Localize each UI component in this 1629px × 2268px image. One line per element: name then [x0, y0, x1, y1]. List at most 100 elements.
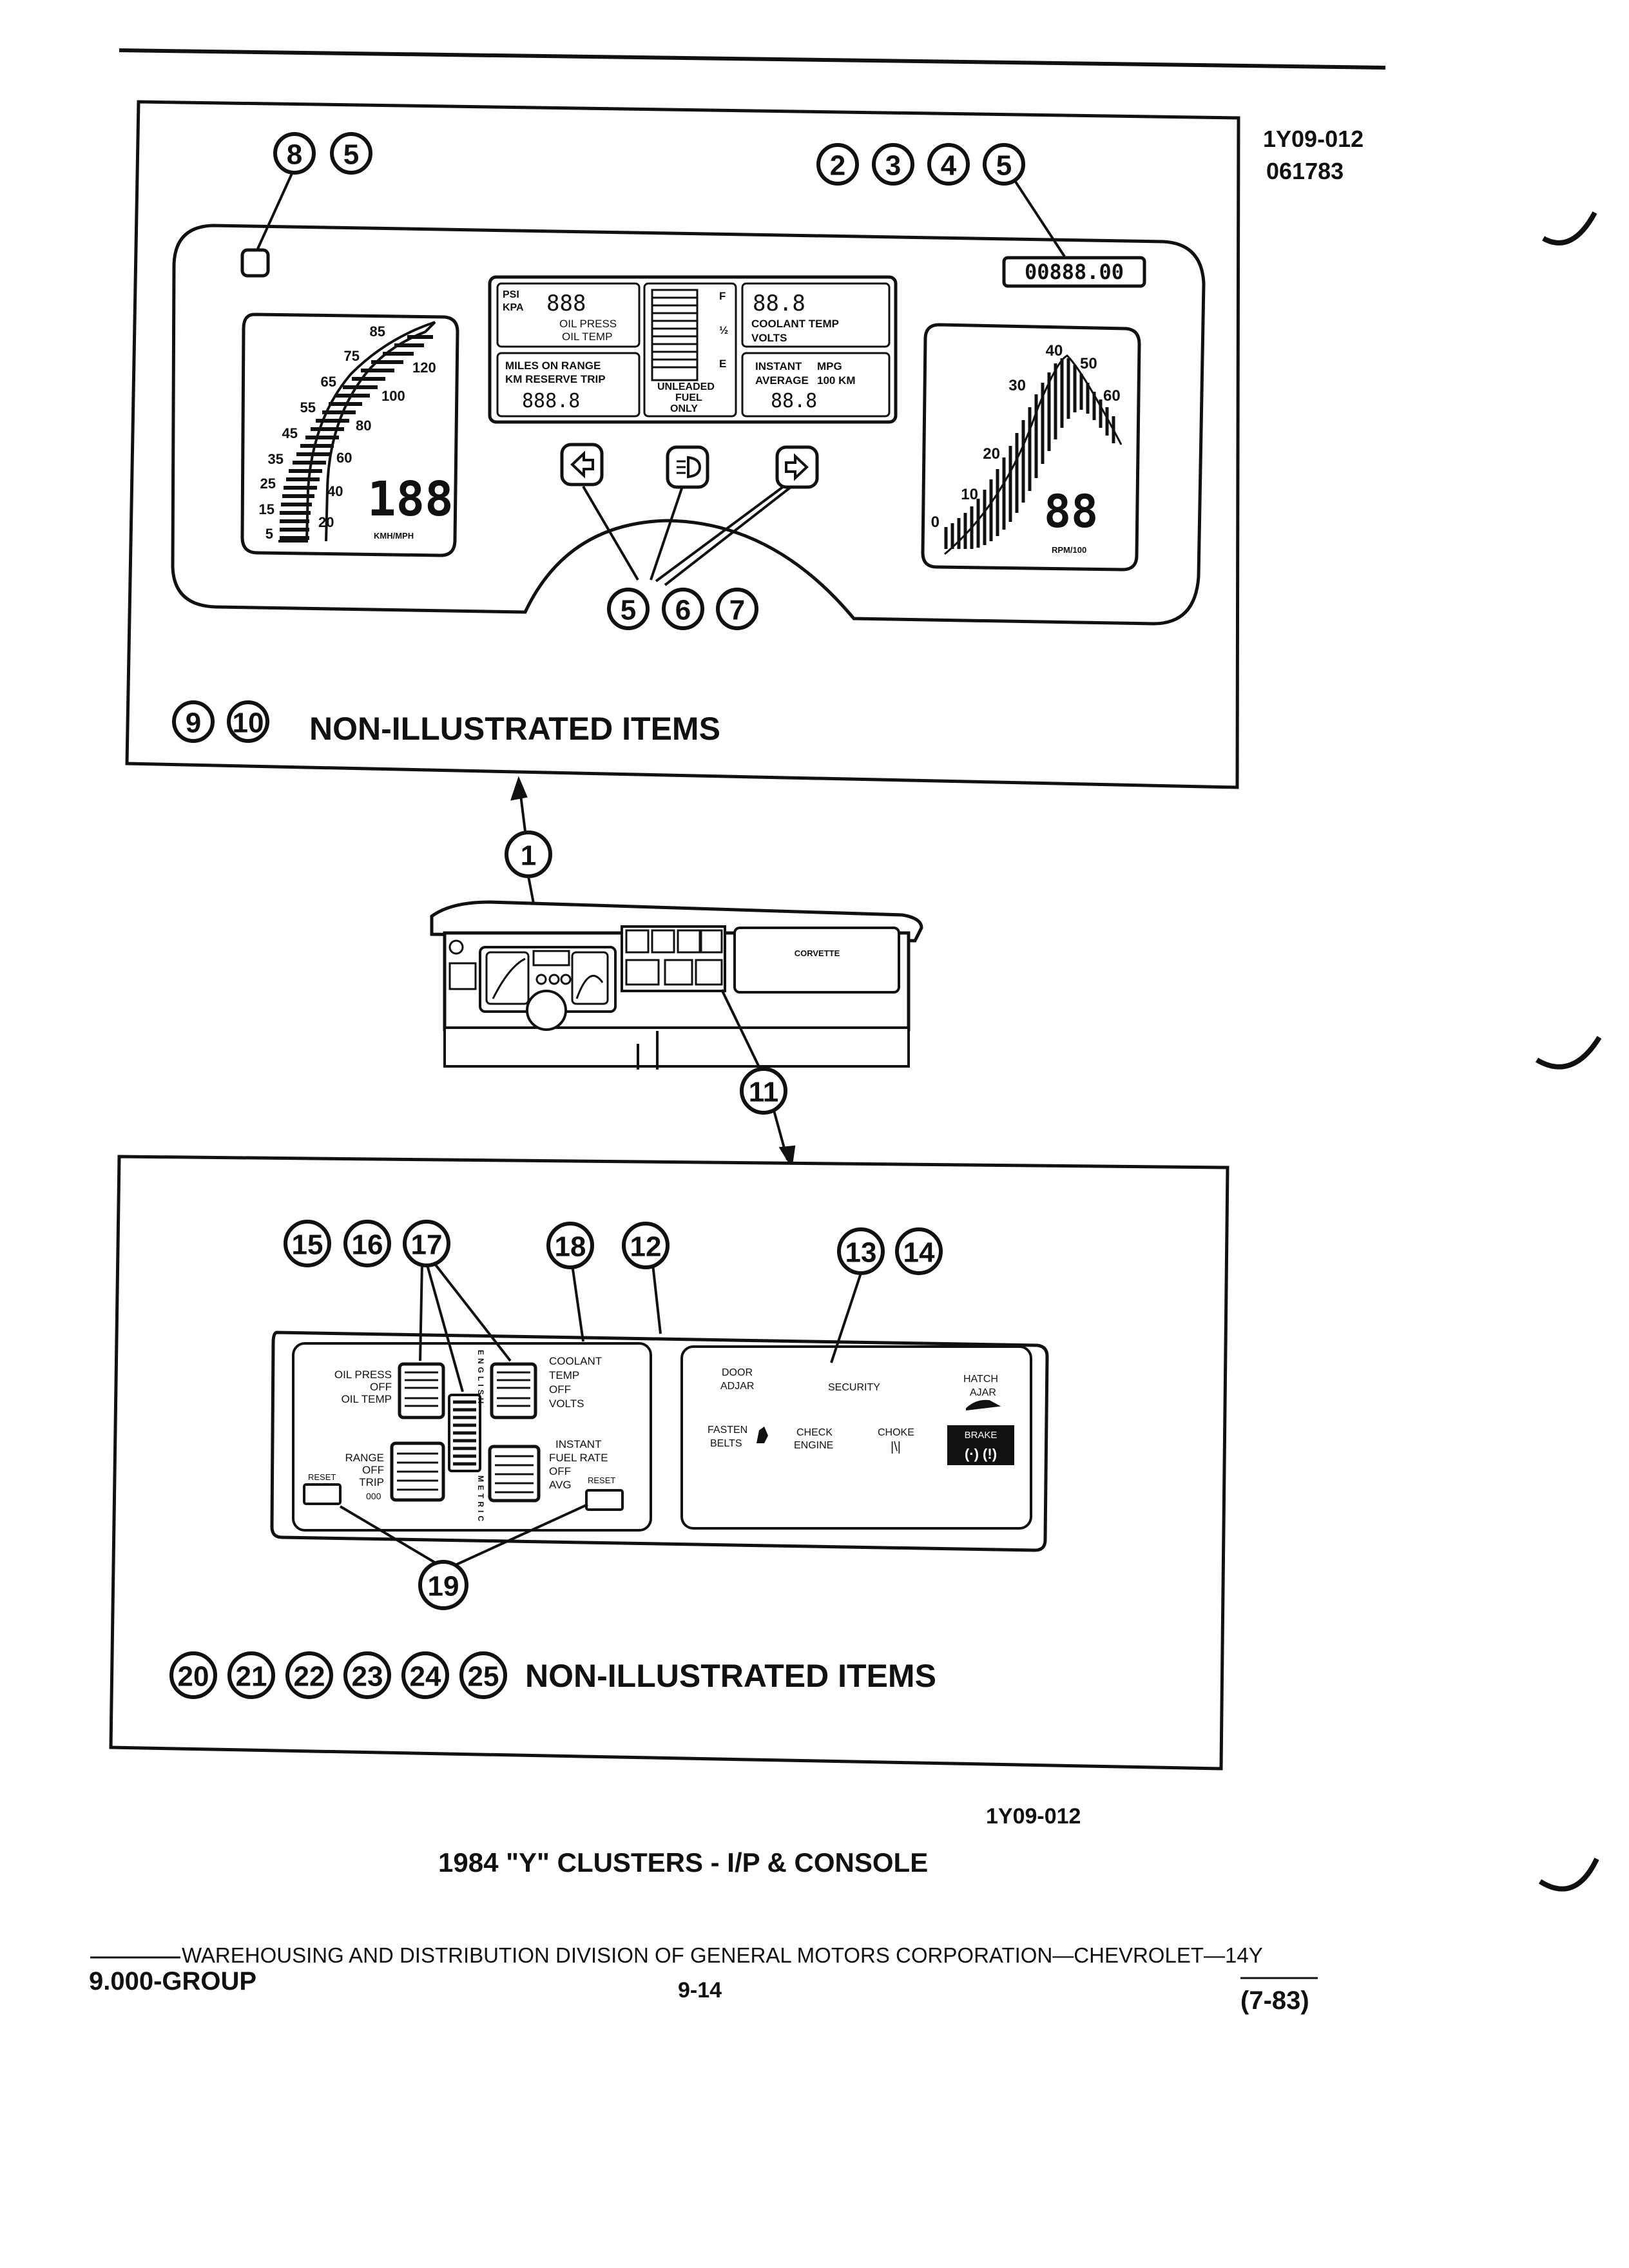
callout-21: 21	[227, 1651, 275, 1699]
callout-6: 6	[662, 588, 704, 630]
reset-right-label: RESET	[588, 1475, 615, 1485]
callout-1: 1	[505, 831, 552, 878]
speedometer: 85 75 65 55 45 35 25 15 5 120 100 80 60 …	[240, 312, 459, 557]
check-engine-line-2: ENGINE	[794, 1440, 833, 1451]
oil-psi-label: PSI	[503, 289, 519, 300]
svg-text:12: 12	[630, 1231, 662, 1263]
oil-temp-position: OIL TEMP	[342, 1393, 392, 1405]
speedo-kmh-100: 100	[381, 388, 405, 404]
tach-digital-readout: 88	[1044, 485, 1098, 538]
reference-date: 061783	[1266, 158, 1344, 184]
ip-cluster-frame	[125, 100, 1240, 789]
leader-lines-top	[256, 170, 1066, 586]
range-switch[interactable]	[390, 1441, 445, 1502]
mpg-average-label: AVERAGE	[755, 374, 809, 387]
fuel-only: ONLY	[670, 403, 698, 414]
speedo-kmh-120: 120	[412, 360, 436, 376]
fuel-full-mark: F	[719, 290, 726, 302]
hatch-ajar-line-2: AJAR	[970, 1387, 996, 1398]
callout-8: 8	[273, 132, 316, 175]
footer-revision-date: (7-83)	[1240, 1986, 1309, 2015]
callout-10: 10	[227, 700, 269, 743]
brake-indicator: BRAKE (·) (!)	[947, 1425, 1014, 1465]
coolant-temp-label: COOLANT TEMP	[751, 318, 839, 330]
binder-mark-1	[1542, 211, 1597, 245]
coolant-switch[interactable]	[490, 1362, 537, 1419]
coolant-heading: COOLANT	[549, 1355, 602, 1367]
callout-24: 24	[401, 1651, 449, 1699]
reset-right-button[interactable]	[585, 1489, 624, 1511]
top-rule	[119, 48, 1386, 70]
svg-text:17: 17	[411, 1229, 443, 1261]
svg-text:7: 7	[729, 595, 745, 626]
check-engine-line-1: CHECK	[796, 1427, 833, 1438]
console-housing	[270, 1331, 1049, 1552]
svg-text:10: 10	[233, 707, 264, 739]
svg-text:6: 6	[675, 595, 691, 626]
callout-13: 13	[837, 1227, 885, 1275]
speedo-tick-65: 65	[321, 374, 336, 390]
speedo-kmh-60: 60	[336, 450, 352, 466]
reset-left-label: RESET	[308, 1472, 336, 1482]
avg-position: AVG	[549, 1479, 572, 1491]
coolant-digits: 88.8	[753, 291, 805, 316]
fasten-belts-line-1: FASTEN	[708, 1425, 747, 1436]
svg-text:24: 24	[410, 1661, 441, 1693]
svg-text:5: 5	[621, 595, 636, 626]
svg-text:19: 19	[428, 1571, 459, 1602]
footer-group: 9.000-GROUP	[89, 1967, 256, 1995]
speedo-tick-25: 25	[260, 476, 276, 492]
door-ajar-line-2: ADJAR	[720, 1381, 754, 1392]
callout-14: 14	[895, 1227, 943, 1275]
range-digits: 888.8	[522, 390, 580, 412]
speedo-tick-15: 15	[259, 501, 275, 517]
svg-text:8: 8	[287, 139, 302, 171]
range-off-position: OFF	[362, 1464, 384, 1476]
callout-5-top-left: 5	[330, 132, 372, 175]
leader-line-11	[720, 989, 796, 1169]
speedo-tick-45: 45	[282, 425, 298, 441]
range-line-2: KM RESERVE TRIP	[505, 373, 606, 385]
mpg-instant-label: INSTANT	[755, 360, 802, 372]
callout-23: 23	[343, 1651, 391, 1699]
tach-tick-40: 40	[1046, 342, 1063, 360]
brake-symbols: (·) (!)	[965, 1446, 997, 1462]
instrument-panel-illustration: CORVETTE	[430, 900, 923, 1070]
door-ajar-line-1: DOOR	[722, 1367, 753, 1378]
tach-units: RPM/100	[1052, 545, 1086, 555]
callout-12: 12	[622, 1222, 670, 1269]
callout-5-center: 5	[607, 588, 650, 630]
coolant-temp-position: TEMP	[549, 1369, 579, 1381]
leader-lines-console	[339, 1260, 863, 1568]
odometer: 00888.00	[1002, 256, 1146, 288]
callout-9: 9	[172, 700, 215, 743]
speedo-tick-75: 75	[344, 348, 360, 364]
range-position: RANGE	[345, 1452, 384, 1464]
seatbelt-icon	[757, 1427, 768, 1443]
oil-temp-label: OIL TEMP	[562, 331, 612, 343]
turn-left-indicator	[560, 443, 604, 486]
speedo-tick-35: 35	[268, 451, 284, 467]
hatch-ajar-line-1: HATCH	[963, 1374, 998, 1385]
center-display: PSI KPA 888 OIL PRESS OIL TEMP MILES ON …	[488, 275, 898, 424]
oil-switch[interactable]	[398, 1362, 445, 1419]
reference-code: 1Y09-012	[1263, 126, 1364, 152]
callout-5-top-right: 5	[983, 143, 1025, 186]
speedo-tick-55: 55	[300, 399, 316, 416]
hatch-car-icon	[966, 1399, 1001, 1411]
mpg-units-label: MPG	[817, 360, 842, 372]
reset-left-button[interactable]	[303, 1483, 342, 1505]
svg-text:4: 4	[941, 150, 957, 182]
odometer-reading: 00888.00	[1025, 260, 1124, 284]
volts-position: VOLTS	[549, 1398, 584, 1410]
callout-18: 18	[546, 1222, 594, 1269]
oil-press-position: OIL PRESS	[334, 1369, 392, 1381]
svg-text:21: 21	[236, 1661, 267, 1693]
oil-digits: 888	[546, 291, 586, 316]
fuel-off-position: OFF	[549, 1465, 571, 1477]
fuel-rate-switch[interactable]	[488, 1445, 541, 1503]
callout-17: 17	[403, 1220, 450, 1267]
english-metric-switch[interactable]	[448, 1394, 481, 1472]
svg-text:15: 15	[292, 1229, 323, 1261]
cluster-outline	[171, 224, 1206, 626]
